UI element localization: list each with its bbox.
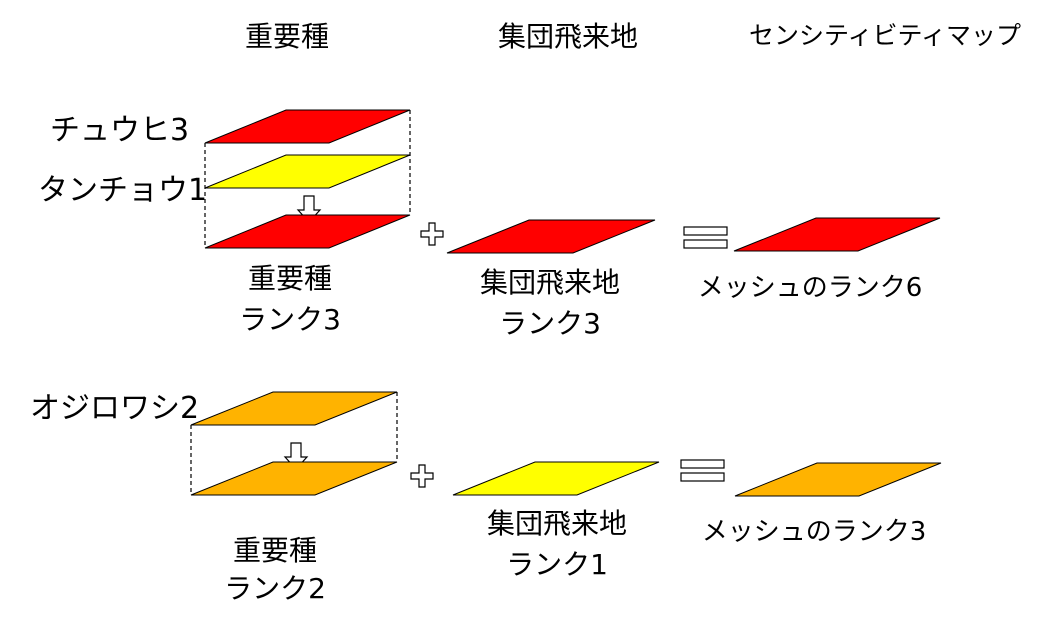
row2-equals-top-bar [680, 459, 725, 469]
row2-label-ojirowashi: オジロワシ2 [30, 391, 199, 426]
row1-flyway-rank-line2: ランク3 [499, 307, 601, 340]
row2-flyway-rank-line1: 集団飛来地 [487, 507, 627, 540]
row1-label-chuuhi: チュウヒ3 [50, 113, 189, 148]
row1-layer-flyway [446, 219, 656, 254]
row1-layer-tancho [204, 154, 411, 189]
header-sensitivity-map: センシティビティマップ [749, 21, 1021, 50]
row2-species-rank-line2: ランク2 [224, 572, 326, 605]
row1-layer-species-result [204, 214, 411, 249]
row2-flyway-rank-line2: ランク1 [506, 548, 608, 581]
row1-mesh-rank-label: メッシュのランク6 [698, 273, 923, 303]
row2-layer-species-result [190, 461, 398, 496]
row2-mesh-rank-label: メッシュのランク3 [702, 517, 927, 547]
row1-equals-top-bar [683, 226, 728, 236]
row2-layer-mesh-result [734, 462, 942, 497]
row1-equals-bottom-bar [683, 239, 728, 249]
header-flyway: 集団飛来地 [498, 20, 638, 53]
row1-layer-chuuhi [204, 109, 411, 144]
row1-layer-mesh-result [733, 217, 941, 252]
row2-layer-ojirowashi [190, 391, 398, 426]
row1-species-rank-line2: ランク3 [239, 303, 341, 336]
row1-label-tancho: タンチョウ1 [38, 173, 207, 208]
row1-species-rank-line1: 重要種 [248, 262, 332, 295]
row1-plus-icon [420, 222, 444, 246]
row1-flyway-rank-line1: 集団飛来地 [480, 266, 620, 299]
row2-equals-bottom-bar [680, 472, 725, 482]
header-species: 重要種 [245, 20, 329, 53]
row2-plus-icon [410, 464, 434, 488]
row2-layer-flyway [452, 461, 660, 496]
row2-species-rank-line1: 重要種 [233, 534, 317, 567]
